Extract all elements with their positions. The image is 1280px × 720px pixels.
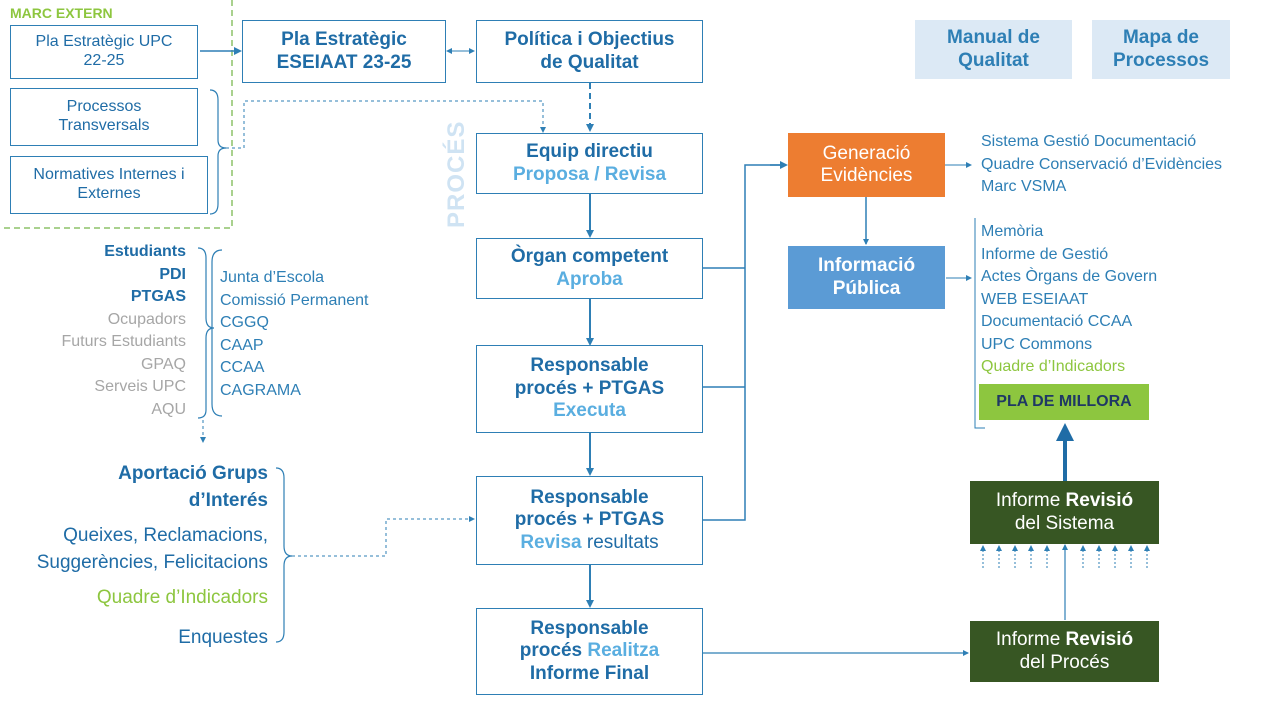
bracket-bodies	[211, 249, 223, 417]
bodies-list: Junta d’Escola Comissió Permanent CGGQ C…	[220, 269, 369, 399]
dashed-inputs-revisa	[292, 516, 475, 557]
informe-revisio-sistema-box: Informe Revisió del Sistema	[970, 481, 1159, 544]
proces-label: PROCÉS	[443, 120, 470, 228]
stakeholders-list: Estudiants PDI PTGAS Ocupadors Futurs Es…	[61, 243, 187, 418]
pla-upc-line2: 22-25	[83, 52, 125, 69]
brace-inputs	[275, 467, 293, 643]
brace-processos	[209, 89, 227, 215]
connector-flow-generacio	[703, 164, 786, 521]
enquestes-input: Enquestes	[178, 627, 268, 648]
organ-competent-box: Òrgan competent Aproba	[476, 238, 703, 299]
mapa-processos-box[interactable]: Mapa de Processos	[1092, 20, 1230, 79]
brace-stakeholders	[197, 247, 215, 419]
aportacio-label: Aportació Grups d’Interés	[118, 463, 268, 511]
pla-upc-line1: Pla Estratègic UPC	[35, 33, 173, 51]
normatives-box: Normatives Internes i Externes	[10, 156, 208, 214]
informacio-publica-box: Informació Pública	[788, 246, 945, 309]
bracket-informacio-list	[974, 218, 985, 429]
marc-extern-title: MARC EXTERN	[10, 5, 113, 21]
informe-final-box: Responsable procés Realitza Informe Fina…	[476, 608, 703, 695]
extern-frame	[0, 0, 233, 229]
processos-box: Processos Transversals	[10, 88, 198, 146]
quadre-indicadors-input: Quadre d’Indicadors	[96, 587, 268, 608]
pla-eseiaat-box: Pla Estratègic ESEIAAT 23-25	[242, 20, 446, 83]
politica-box: Política i Objectius de Qualitat	[476, 20, 703, 83]
generacio-list: Sistema Gestió Documentació Quadre Conse…	[981, 133, 1223, 195]
equip-directiu-box: Equip directiu Proposa / Revisa	[476, 133, 703, 194]
queixes-label: Queixes, Reclamacions, Suggerències, Fel…	[36, 525, 268, 573]
informacio-list: Memòria Informe de Gestió Actes Òrgans d…	[981, 223, 1158, 375]
pla-millora-box: PLA DE MILLORA	[979, 384, 1149, 420]
pla-upc-box: Pla Estratègic UPC 22-25	[10, 25, 198, 79]
dashed-processos-equip	[226, 100, 546, 149]
informe-revisio-proces-box: Informe Revisió del Procés	[970, 621, 1159, 682]
manual-qualitat-box[interactable]: Manual de Qualitat	[915, 20, 1072, 79]
revisa-box: Responsable procés + PTGAS Revisa result…	[476, 476, 703, 565]
generacio-evidencies-box: Generació Evidències	[788, 133, 945, 197]
executa-box: Responsable procés + PTGAS Executa	[476, 345, 703, 433]
